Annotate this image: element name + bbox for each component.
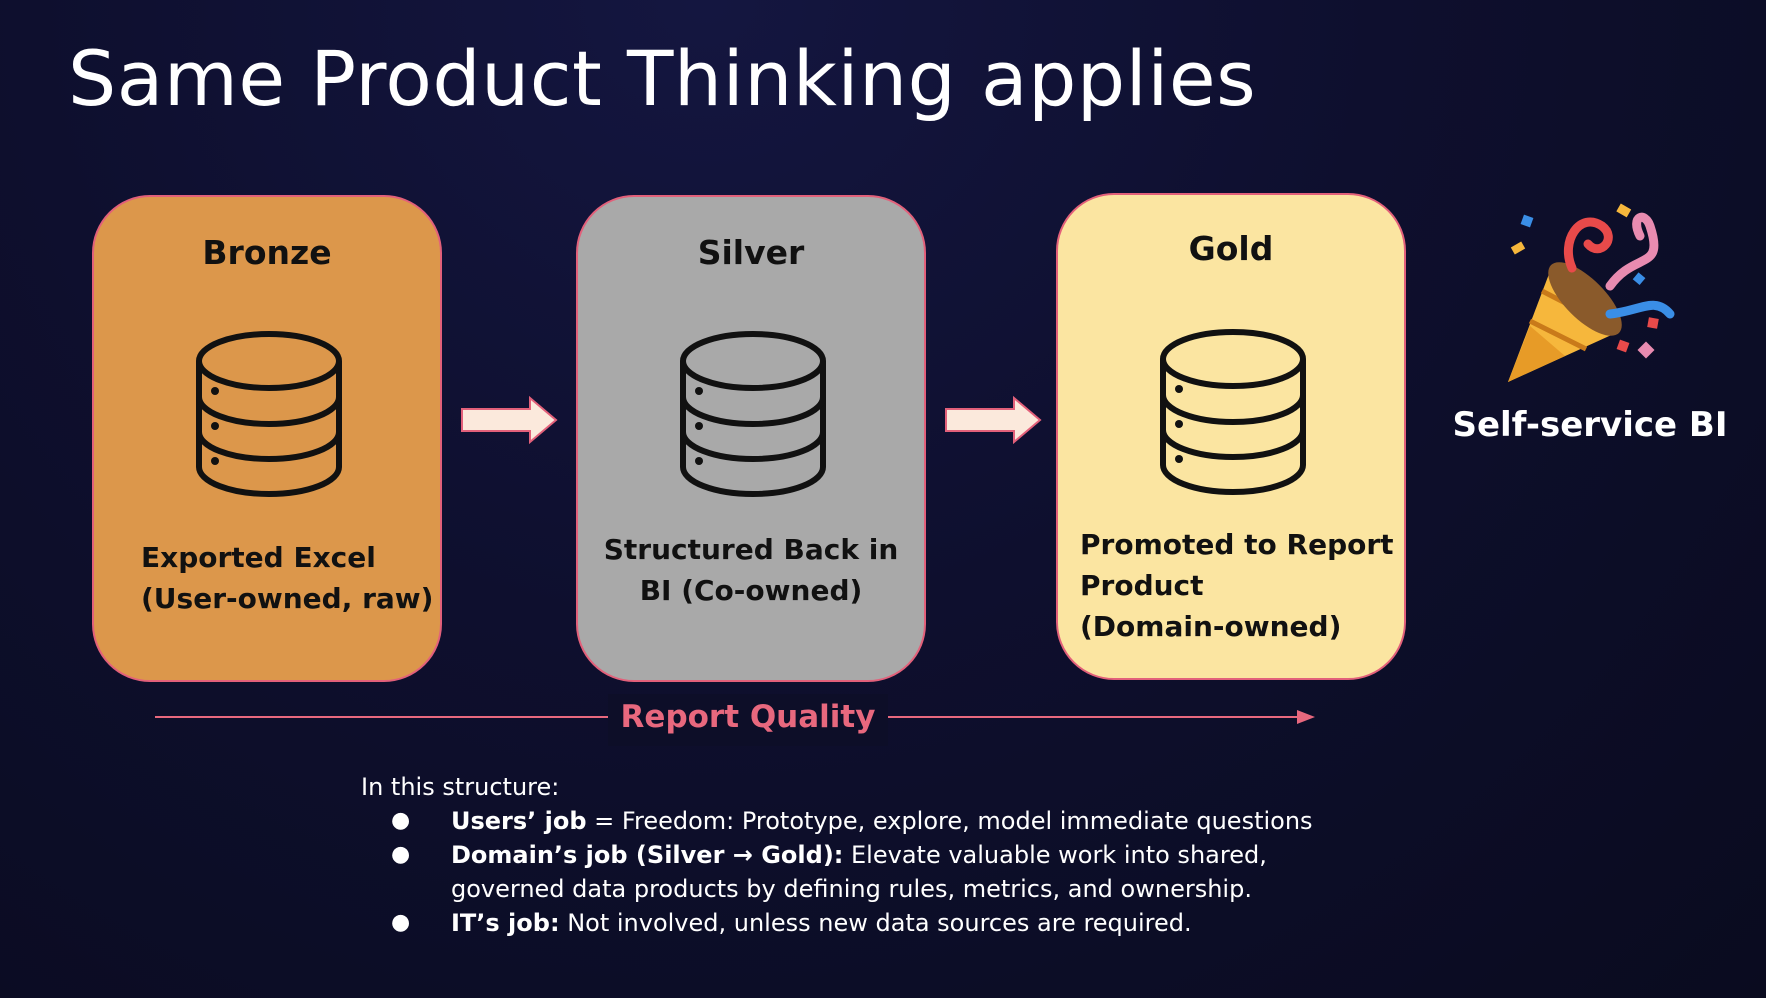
bronze-stage-description: Exported Excel (User-owned, raw) [141, 541, 434, 615]
right-arrow-icon [461, 396, 558, 444]
database-icon [680, 331, 826, 497]
structure-notes: In this structure: ● Users’ job = Freedo… [361, 770, 1381, 940]
self-service-bi-label: Self-service BI [1452, 405, 1728, 445]
silver-stage-description: Structured Back in BI (Co-owned) [603, 533, 899, 607]
list-item: ● Users’ job = Freedom: Prototype, explo… [361, 804, 1381, 838]
bronze-stage-card: Bronze Exported Excel (User-owned, raw) [92, 195, 442, 682]
silver-stage-card: Silver Structured Back in BI (Co-owned) [576, 195, 926, 682]
database-icon [196, 331, 342, 497]
bronze-stage-title: Bronze [202, 233, 332, 272]
right-arrow-icon [945, 396, 1042, 444]
gold-stage-card: Gold Promoted to Report Product (Domain-… [1056, 193, 1406, 680]
bullet-icon: ● [391, 808, 411, 833]
bullet-icon: ● [391, 842, 411, 867]
list-item: ● Domain’s job (Silver → Gold): Elevate … [361, 838, 1381, 906]
notes-list: ● Users’ job = Freedom: Prototype, explo… [361, 804, 1381, 940]
gold-stage-description: Promoted to Report Product (Domain-owned… [1080, 528, 1394, 643]
notes-intro: In this structure: [361, 773, 560, 801]
gold-stage-title: Gold [1188, 229, 1274, 268]
bullet-icon: ● [391, 910, 411, 935]
list-item: ● IT’s job: Not involved, unless new dat… [361, 906, 1381, 940]
slide-title: Same Product Thinking applies [68, 34, 1257, 123]
silver-stage-title: Silver [697, 233, 805, 272]
party-popper-icon [1508, 203, 1675, 382]
report-quality-label: Report Quality [608, 694, 888, 746]
database-icon [1160, 329, 1306, 495]
